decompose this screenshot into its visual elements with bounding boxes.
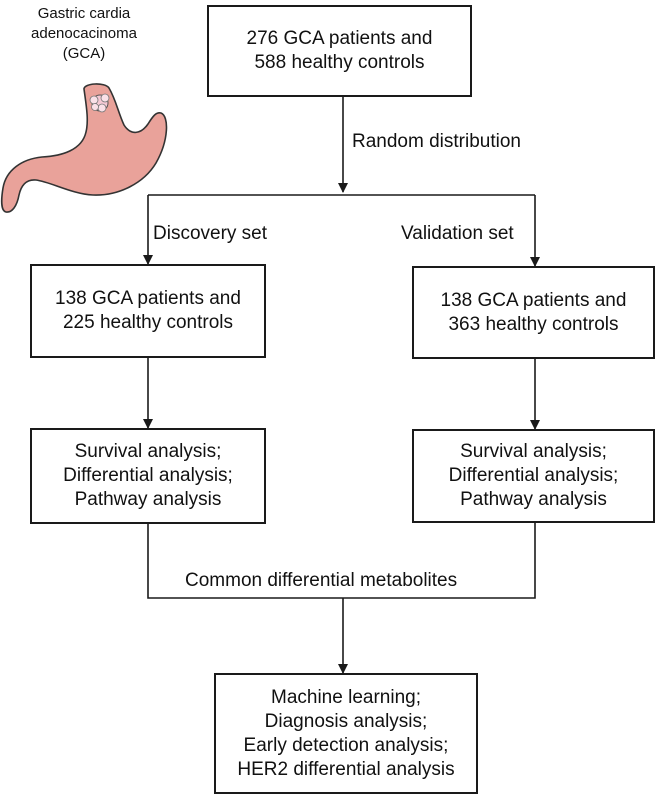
- box-line: 138 GCA patients and: [55, 288, 241, 309]
- box-line: Pathway analysis: [460, 489, 607, 510]
- box-line: Survival analysis;: [460, 441, 607, 462]
- total-cohort-box: 276 GCA patients and 588 healthy control…: [207, 5, 472, 97]
- common-metabolites-label: Common differential metabolites: [185, 570, 458, 591]
- box-line: Early detection analysis;: [243, 734, 449, 756]
- tumor-icon: [89, 93, 110, 113]
- validation-set-label: Validation set: [401, 223, 514, 244]
- validation-analysis-box: Survival analysis; Differential analysis…: [412, 429, 655, 523]
- merge-line: [147, 523, 536, 599]
- box-line: 225 healthy controls: [62, 312, 234, 333]
- box-line: Pathway analysis: [74, 489, 222, 510]
- discovery-cohort-box: 138 GCA patients and 225 healthy control…: [30, 264, 266, 358]
- box-line: 363 healthy controls: [448, 313, 619, 335]
- gca-label-line: (GCA): [62, 45, 106, 62]
- validation-cohort-box: 138 GCA patients and 363 healthy control…: [412, 266, 655, 359]
- gca-illustration-label: Gastric cardia adenocacinoma (GCA): [6, 4, 162, 64]
- gca-label-line: Gastric cardia: [37, 5, 131, 22]
- box-line: Diagnosis analysis;: [264, 710, 428, 732]
- box-line: Survival analysis;: [74, 441, 222, 462]
- final-analysis-box: Machine learning; Diagnosis analysis; Ea…: [214, 673, 478, 794]
- box-line: 588 healthy controls: [254, 52, 425, 73]
- random-distribution-label: Random distribution: [352, 131, 521, 152]
- box-line: Machine learning;: [271, 686, 421, 708]
- discovery-set-label: Discovery set: [153, 223, 268, 244]
- box-line: Differential analysis;: [448, 465, 619, 486]
- box-line: 276 GCA patients and: [246, 28, 433, 49]
- stomach-icon: [0, 83, 168, 213]
- gca-label-line: adenocacinoma: [31, 25, 137, 42]
- box-line: 138 GCA patients and: [440, 289, 627, 311]
- discovery-analysis-box: Survival analysis; Differential analysis…: [30, 428, 266, 524]
- box-line: Differential analysis;: [63, 465, 233, 486]
- box-line: HER2 differential analysis: [237, 758, 455, 780]
